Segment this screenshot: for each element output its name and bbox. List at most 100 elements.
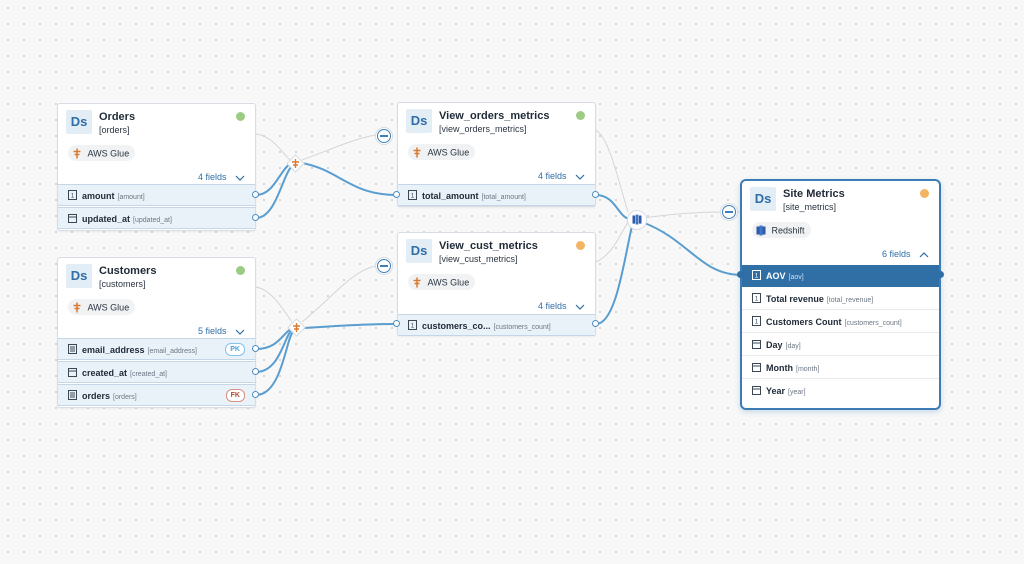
date-field-icon — [752, 363, 761, 372]
fields-toggle[interactable]: 4 fields — [538, 171, 585, 181]
field-updated-at[interactable]: updated_at[updated_at] — [58, 207, 255, 229]
port-aov-in[interactable] — [737, 271, 744, 278]
fields-toggle[interactable]: 6 fields — [882, 249, 929, 259]
date-field-icon — [752, 386, 761, 395]
status-dot — [576, 111, 585, 120]
node-title: View_orders_metrics — [439, 110, 550, 122]
svg-text:1: 1 — [755, 320, 759, 326]
node-subtitle: [orders] — [99, 125, 130, 135]
fields-toggle[interactable]: 4 fields — [538, 301, 585, 311]
port-aov-out[interactable] — [937, 271, 944, 278]
faint-link — [595, 129, 629, 213]
chevron-down-icon — [235, 175, 245, 181]
foreign-key-badge: FK — [225, 389, 245, 402]
node-subtitle: [site_metrics] — [783, 202, 837, 212]
field-total-revenue[interactable]: 1 Total revenue[total_revenue] — [742, 288, 939, 310]
faint-link — [643, 211, 721, 219]
chevron-down-icon — [575, 174, 585, 180]
join-orders-icon[interactable] — [286, 154, 305, 173]
numeric-field-icon: 1 — [752, 270, 761, 280]
dataset-icon: Ds — [66, 264, 92, 288]
node-subtitle: [view_orders_metrics] — [439, 124, 527, 134]
node-title: Site Metrics — [783, 188, 845, 200]
field-created-at[interactable]: created_at[created_at] — [58, 361, 255, 383]
node-view-cust-metrics[interactable]: Ds View_cust_metrics [view_cust_metrics]… — [397, 232, 596, 336]
redshift-join-icon[interactable] — [627, 210, 647, 230]
edge-updated-join — [255, 165, 293, 219]
field-month[interactable]: Month[month] — [742, 357, 939, 379]
field-amount[interactable]: 1 amount[amount] — [58, 184, 255, 206]
date-field-icon — [68, 368, 77, 377]
field-year[interactable]: Year[year] — [742, 380, 939, 402]
svg-text:1: 1 — [71, 194, 75, 200]
aws-glue-icon — [73, 302, 81, 313]
dataset-icon: Ds — [406, 109, 432, 133]
port-email-address[interactable] — [252, 345, 259, 352]
numeric-field-icon: 1 — [68, 190, 77, 200]
numeric-field-icon: 1 — [752, 293, 761, 303]
node-title: Customers — [99, 265, 157, 277]
node-view-orders-metrics[interactable]: Ds View_orders_metrics [view_orders_metr… — [397, 102, 596, 207]
source-chip: AWS Glue — [408, 274, 476, 290]
source-chip: AWS Glue — [408, 144, 476, 160]
faint-link — [255, 133, 291, 161]
faint-link — [255, 286, 293, 323]
chevron-down-icon — [235, 329, 245, 335]
edge-total-amount-redshift — [595, 194, 631, 220]
aws-glue-icon — [413, 147, 421, 158]
svg-text:1: 1 — [755, 274, 759, 280]
text-field-icon — [68, 390, 77, 400]
status-dot — [920, 189, 929, 198]
edge-email-join — [255, 327, 293, 350]
field-customers-count[interactable]: 1 customers_co...[customers_count] — [398, 314, 595, 336]
port-updated-at[interactable] — [252, 214, 259, 221]
node-site-metrics[interactable]: Ds Site Metrics [site_metrics] Redshift … — [740, 179, 941, 410]
edge-join-customers-count — [302, 323, 398, 329]
text-field-icon — [68, 344, 77, 354]
numeric-field-icon: 1 — [752, 316, 761, 326]
fields-toggle[interactable]: 5 fields — [198, 326, 245, 336]
numeric-field-icon: 1 — [408, 190, 417, 200]
port-customers-count-out[interactable] — [592, 320, 599, 327]
port-total-amount-out[interactable] — [592, 191, 599, 198]
date-field-icon — [68, 214, 77, 223]
chevron-up-icon — [919, 251, 929, 258]
port-created-at[interactable] — [252, 368, 259, 375]
field-orders[interactable]: orders[orders] FK — [58, 384, 255, 406]
primary-key-badge: PK — [225, 343, 245, 356]
faint-link — [301, 265, 376, 323]
field-customers-count[interactable]: 1 Customers Count[customers_count] — [742, 311, 939, 333]
port-customers-count-in[interactable] — [393, 320, 400, 327]
status-dot — [576, 241, 585, 250]
svg-text:1: 1 — [411, 194, 415, 200]
date-field-icon — [752, 340, 761, 349]
aws-glue-icon — [413, 277, 421, 288]
collapse-view-cust-button[interactable] — [375, 257, 393, 275]
edge-join-total-amount — [301, 162, 398, 196]
field-total-amount[interactable]: 1 total_amount[total_amount] — [398, 184, 595, 206]
status-dot — [236, 112, 245, 121]
edge-redshift-aov — [641, 221, 743, 276]
node-orders[interactable]: Ds Orders [orders] AWS Glue 4 fields 1 a… — [57, 103, 256, 231]
dataset-icon: Ds — [66, 110, 92, 134]
aws-glue-icon — [73, 148, 81, 159]
chevron-down-icon — [575, 304, 585, 310]
node-subtitle: [customers] — [99, 279, 146, 289]
edge-created-join — [255, 329, 293, 373]
svg-text:1: 1 — [411, 324, 415, 330]
collapse-view-orders-button[interactable] — [375, 127, 393, 145]
join-customers-icon[interactable] — [287, 318, 306, 337]
node-customers[interactable]: Ds Customers [customers] AWS Glue 5 fiel… — [57, 257, 256, 408]
field-aov[interactable]: 1 AOV[aov] — [742, 265, 939, 287]
fields-toggle[interactable]: 4 fields — [198, 172, 245, 182]
field-email-address[interactable]: email_address[email_address] PK — [58, 338, 255, 360]
collapse-site-metrics-button[interactable] — [720, 203, 738, 221]
node-title: Orders — [99, 111, 136, 123]
port-total-amount-in[interactable] — [393, 191, 400, 198]
field-day[interactable]: Day[day] — [742, 334, 939, 356]
port-amount[interactable] — [252, 191, 259, 198]
dataset-icon: Ds — [406, 239, 432, 263]
faint-link — [595, 221, 629, 263]
port-orders[interactable] — [252, 391, 259, 398]
